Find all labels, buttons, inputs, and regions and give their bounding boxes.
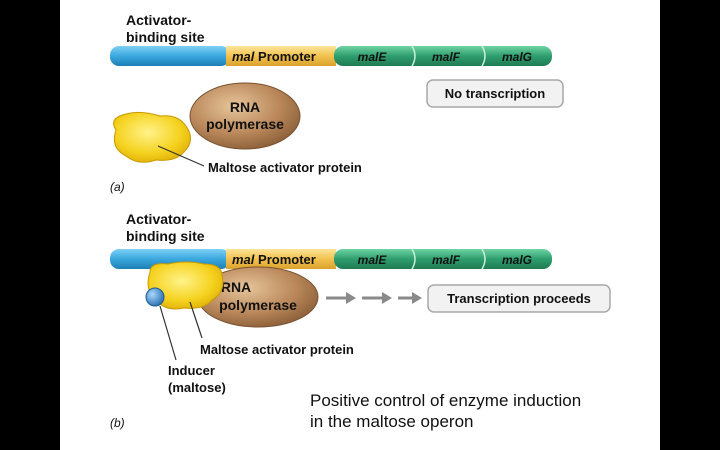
activator-binding-site-a <box>110 46 230 66</box>
promoter-label-a: mal Promoter <box>232 49 316 64</box>
inducer-pointer-line <box>159 305 177 361</box>
gene-label-malF-a: malF <box>432 50 461 64</box>
status-text-a: No transcription <box>445 86 545 101</box>
rna-polymerase-label-b-line1: RNA <box>221 279 251 295</box>
panel-tag-a: (a) <box>110 180 125 194</box>
panel-a: Activator- binding site mal Promoter mal… <box>110 12 564 194</box>
rna-polymerase-label-b-line2: polymerase <box>219 297 297 313</box>
inducer-label-line2: (maltose) <box>168 380 226 395</box>
gene-region-a <box>334 46 552 66</box>
status-box-a <box>426 79 564 108</box>
gene-region-b <box>334 249 552 269</box>
gene-label-malF-b: malF <box>432 253 461 267</box>
diagram-panel <box>60 0 660 450</box>
inducer-maltose-molecule <box>145 287 165 307</box>
caption-line2: in the maltose operon <box>310 412 474 431</box>
activator-pointer-line-b <box>189 301 203 339</box>
status-box-b <box>427 284 611 313</box>
activator-pointer-line-a <box>157 145 205 167</box>
gene-dividers-a <box>411 45 486 67</box>
inducer-label-line1: Inducer <box>168 363 215 378</box>
promoter-region-a <box>226 46 336 66</box>
caption-line1: Positive control of enzyme induction <box>310 391 581 410</box>
activator-label-b: Maltose activator protein <box>200 342 354 357</box>
gene-label-malG-b: malG <box>502 253 532 267</box>
promoter-label-b: mal Promoter <box>232 252 316 267</box>
gene-label-malG-a: malG <box>502 50 532 64</box>
promoter-region-b <box>226 249 336 269</box>
panel-tag-b: (b) <box>110 416 125 430</box>
transcription-arrows <box>326 292 422 304</box>
binding-site-label-a-line1: Activator- <box>126 12 192 28</box>
binding-site-label-b-line2: binding site <box>126 228 205 244</box>
gene-label-malE-b: malE <box>358 253 388 267</box>
binding-site-label-a-line2: binding site <box>126 29 205 45</box>
rna-polymerase-label-a-line2: polymerase <box>206 116 284 132</box>
gene-label-malE-a: malE <box>358 50 388 64</box>
maltose-activator-protein-a <box>113 111 191 163</box>
binding-site-label-b-line1: Activator- <box>126 211 192 227</box>
panel-b: Activator- binding site mal Promoter mal… <box>110 211 611 430</box>
dna-strand-a: mal Promoter malE malF malG <box>110 45 552 67</box>
rna-polymerase-label-a-line1: RNA <box>230 99 260 115</box>
status-text-b: Transcription proceeds <box>447 291 591 306</box>
rna-polymerase-a: RNA polymerase <box>189 82 301 150</box>
gene-dividers-b <box>411 248 486 270</box>
activator-label-a: Maltose activator protein <box>208 160 362 175</box>
rna-polymerase-b: RNA polymerase <box>197 266 319 328</box>
